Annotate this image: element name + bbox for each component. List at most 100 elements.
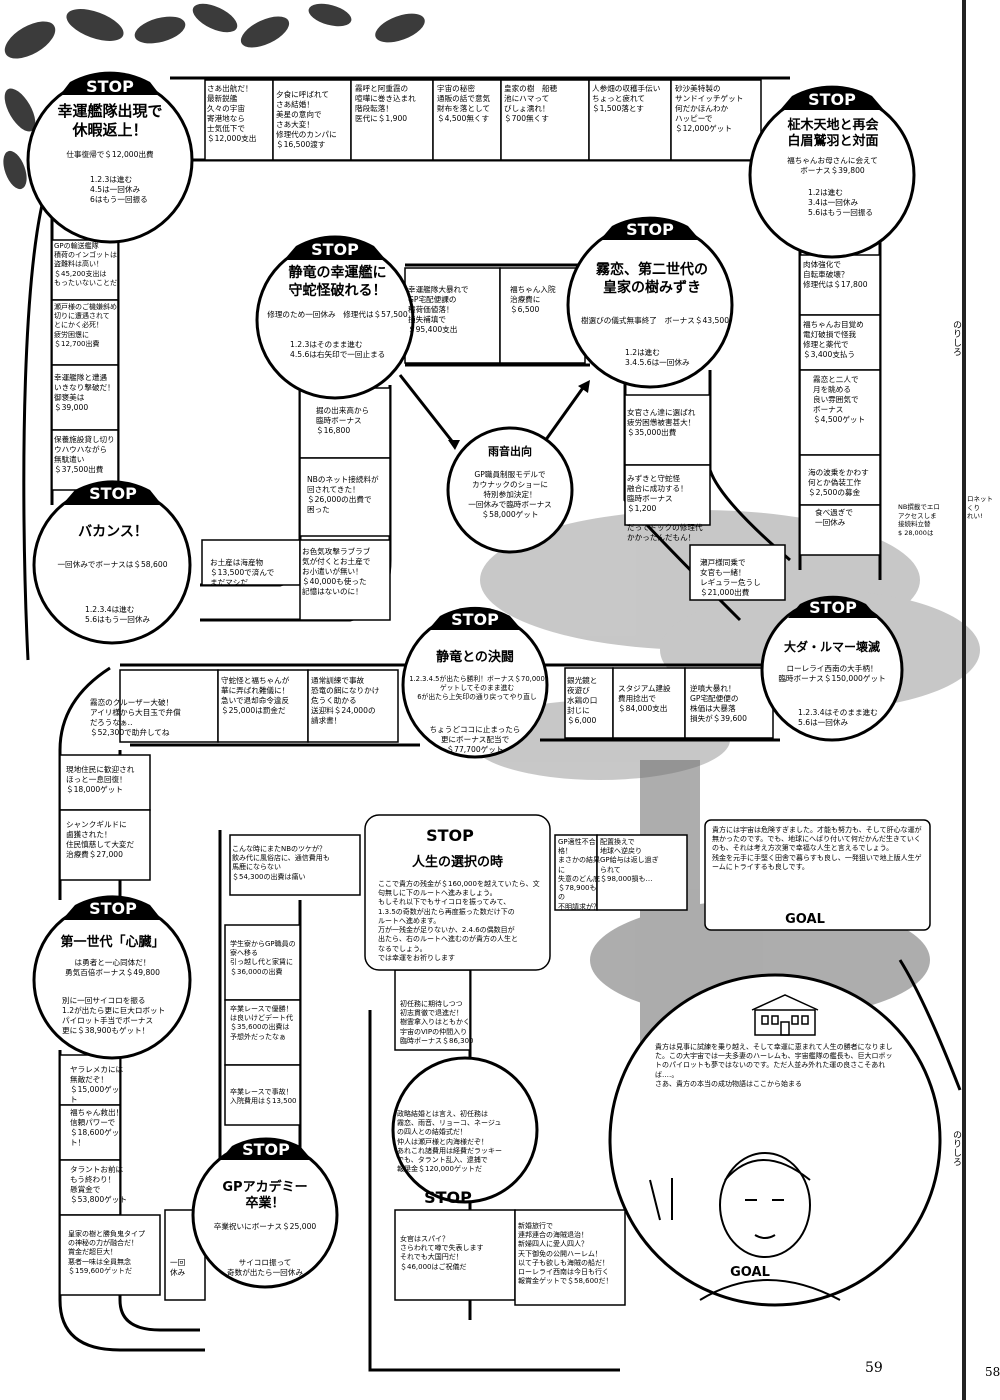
cell: 卒業レースで優勝！ は良いけどデート代 ＄35,600の出費は 予想外だったなぁ: [230, 1005, 293, 1041]
cell: 砂沙美特製の サンドイッチゲット 何だかほんわか ハッピーで ＄12,000ゲッ…: [675, 84, 744, 134]
stop-title: 静竜の幸運艦に 守蛇怪破れる！: [288, 265, 387, 299]
cell: ヤラレメカには 無敵だぞ！ ＄15,000ゲット: [70, 1065, 124, 1105]
stop-rule: ちょうどココに止まったら 更にボーナス配当で ＄77,700ゲット: [429, 725, 521, 755]
stop-label: STOP: [626, 220, 674, 239]
stop-label: STOP: [809, 598, 857, 617]
cell: 宇宙の秘密 通販の話で意気 財布を落として ＄4,500無くす: [437, 84, 491, 124]
goal-label: GOAL: [785, 912, 825, 927]
cell: 掘の出来高から 臨時ボーナス ＄16,800: [316, 406, 370, 436]
rain-body: GP職員制服モデルで カウナックのショーに 特別参加決定！ 一回休みで臨時ボーナ…: [468, 470, 552, 520]
rain-title: 雨音出向: [488, 445, 532, 458]
stop-title: 柾木天地と再会 白眉鷲羽と対面: [787, 118, 879, 150]
cell: お色気攻撃ラブラブ 気が付くとお土産で お小遣いが無い！ ＄40,000も使った…: [302, 547, 371, 597]
cell: 一回 休み: [170, 1258, 186, 1278]
cell: 霧恋と二人で 月を眺める 良い雰囲気で ボーナス ＄4,500ゲット: [813, 375, 866, 425]
cell: 配置換えで 地球へ逆戻り GP給与は返し過ぎ られて ＄98,000損も…: [600, 838, 659, 883]
cell: 皇家の樹 船穂 池にハマって びしょ濡れ！ ＄700無くす: [504, 84, 558, 124]
stop-sub: は勇者と一心同体だ！ 勇気百倍ボーナス＄49,800: [65, 958, 160, 978]
stop-title: 第一世代「心臓」: [60, 935, 165, 950]
stop-label: STOP: [426, 826, 474, 845]
stop-label: STOP: [311, 240, 359, 259]
cell: 夕食に呼ばれて さあ結婚！ 美星の意向で さあ大変！ 修理代のカンパに ＄16,…: [276, 90, 337, 150]
stop-rule: 1.2は進む 3.4は一回休み 5.6はもう一回振る: [808, 188, 874, 218]
cell: 霧恋のクルーザー大破！ アイリ様から大目玉で弁償 だろうなぁ‥ ＄52,300で…: [90, 698, 181, 738]
cell: 政略結婚とは言え、初任務は 霧恋、雨音、リョーコ、ネージュ の四人との結婚式だ！…: [397, 1110, 502, 1174]
cell: 女官さん達に選ばれ 疲労困憊被害甚大！ ＄35,000出費: [627, 408, 696, 438]
stop-label: STOP: [86, 77, 134, 96]
stop-sub: 樹選びの儀式無事終了 ボーナス＄43,500: [580, 316, 730, 325]
stop-title: 霧恋、第二世代の 皇家の樹みずき: [596, 262, 708, 296]
stop-rule: 1.2は進む 3.4.5.6は一回休み: [625, 348, 690, 368]
cell: GPの輸送艦隊 積荷のインゴットは 盗難料は高い！ ＄45,200支出は もった…: [54, 242, 117, 287]
cell: 福ちゃん入院 治療費に ＄6,500: [510, 285, 556, 315]
stop-label: STOP: [808, 90, 856, 109]
cell: 銀光鏡と 夜遊び 水鶏の口 封じに ＄6,000: [567, 676, 598, 726]
stop-label: STOP: [242, 1140, 290, 1159]
stop-label: STOP: [89, 484, 137, 503]
goal-body: 貴方には宇宙は危険すぎました。才能も努力も、そして肝心な運が無かったのです。でも…: [712, 826, 922, 871]
cell: 霧呼と阿重霞の 喧嘩に巻き込まれ 階段転落！ 医代に＄1,900: [355, 84, 416, 124]
stop-rule: 1.2.3.4は進む 5.6はもう一回休み: [85, 605, 151, 625]
stop-title: 大ダ・ルマー壊滅: [783, 640, 880, 654]
cell: こんな時にまたNBのツケが？ 飲み代に風俗店に、通信費用も 馬鹿にならない ＄5…: [232, 845, 330, 881]
cell: NBのネット接続料が 回されてきた！ ＄26,000の出費で 困った: [307, 475, 379, 515]
stop-sub: ローレライ西南の大手柄！ 臨時ボーナス＄150,000ゲット: [778, 664, 886, 684]
cell: タラントお前は もう終わり！ 懸賞金で ＄53,800ゲット: [70, 1165, 127, 1205]
stop-title: GPアカデミー 卒業！: [222, 1180, 308, 1212]
cell: 福ちゃん救出！ 信頼パワーで ＄18,600ゲット！: [70, 1108, 124, 1148]
cell: 新婚旅行で 連邦連合の海賊退治！ 新婦四人に愛人四人？ 天下御免の公開ハーレム！…: [518, 1222, 613, 1286]
cell: 卒業レースで事故！ 入院費用は＄13,500: [230, 1088, 297, 1106]
cell: 幸運艦隊大暴れで GP宅配便課の 積荷価値落！ 損失補填で ＄95,400支出: [408, 285, 469, 335]
cell: シャンクギルドに 鹵獲された！ 住民慎慈して大変だ 治療費＄27,000: [66, 820, 135, 860]
stop-label: STOP: [451, 610, 499, 629]
cell: 守蛇怪と福ちゃんが 華に弄ばれ難儀に！ 急いで退却命令違反 ＄25,000は罰金…: [221, 676, 290, 716]
cell: 人参畑の収穫手伝い ちょっと疲れて ＄1,500落とす: [592, 84, 661, 114]
stop-rule: サイコロ振って 奇数が出たら一回休み: [227, 1258, 303, 1278]
stop-sub: 福ちゃんお母さんに会えて ボーナス＄39,800: [787, 156, 878, 176]
margin-label: のりしろ: [951, 1130, 961, 1166]
stop-body: ここで貴方の残金が＄160,000を越えていたら、文句無しに下のルートへ進みまし…: [378, 880, 540, 962]
cell: 現地住民に歓迎され ほっと一息回復！ ＄18,000ゲット: [66, 765, 135, 795]
stop-rule: 1.2.3はそのまま進む 4.5.6は右矢印で一回止まる: [290, 340, 386, 360]
stop-sub: 卒業祝いにボーナス＄25,000: [213, 1222, 317, 1231]
cell: 皇家の樹と勝負鬼タイプ の神秘の力が融合だ！ 賞金だ超巨大！ 悪者一味は全員無念…: [68, 1230, 145, 1275]
goal-label: GOAL: [730, 1265, 770, 1280]
cell: 海の波乗をかわす 何とか偽装工作 ＄2,500の募金: [808, 468, 869, 498]
goal-body: 貴方は見事に試練を乗り越え、そして幸運に恵まれて人生の勝者になりました。この大宇…: [655, 1043, 893, 1088]
right-edge-number: 58: [985, 1365, 1000, 1379]
cell: 逆噴大暴れ！ GP宅配便便の 株価は大暴落 損失が＄39,600: [690, 684, 747, 724]
stop-rule: 1.2.3は進む 4.5は一回休み 6はもう一回振る: [90, 175, 148, 205]
cell: 食べ過ぎで 一回休み: [815, 508, 853, 528]
stop-label: STOP: [424, 1188, 472, 1207]
cell: 幸運艦隊と遭遇 いきなり撃破だ！ 御褒美は ＄39,000: [54, 373, 115, 413]
stop-label: STOP: [89, 899, 137, 918]
right-edge-fragment: ロネット くり れい!: [967, 495, 993, 521]
cell: 通常訓練で事故 恐竜の餌になりかけ 危うく助かる 送迎料＄24,000の 請求書…: [311, 676, 380, 726]
cell: 瀬戸様同乗で 女官も一緒！ レギュラー危うし ＄21,000出費: [700, 558, 761, 598]
cell: 肉体強化で 自転車破壊？ 修理代は＄17,800: [803, 260, 868, 290]
cell: お土産は海産物 ＄13,500で済んで まだマシだ: [210, 558, 275, 588]
stop-rule: 1.2.3.4はそのまま進む 5.6は一回休み: [798, 708, 878, 728]
stop-title: 人生の選択の時: [411, 855, 503, 870]
cell: GP適性不合格！ まさかの結果に 失意のどん底 ＄78,900もの 不明請求が？: [558, 838, 600, 911]
stop-sub: 一回休みでボーナスは＄58,600: [57, 560, 168, 569]
stop-sub: 仕事復帰で＄12,000出費: [66, 150, 154, 159]
cell: 初任務に期待しつつ 初志貫徹で退進だ！ 樹霊拿入りはともかく 宇宙のVIPの仲間…: [400, 1000, 474, 1045]
right-edge-fragment: NB撰載でエロ アクセスしま 接続料立替 $ 28,000は: [898, 503, 940, 537]
cell: 福ちゃんお目覚め 電灯破損で怪我 修理と薬代で ＄3,400支払う: [803, 320, 864, 360]
page-number: 59: [865, 1360, 883, 1376]
cell: 保養施設貸し切り ウハウハながら 無駄遣い ＄37,500出費: [54, 435, 115, 475]
page-gutter: [962, 0, 966, 1400]
stop-sub: 1.2.3.4.5が出たら勝利！ボーナス＄70,000 ゲットしてそのまま進む …: [409, 675, 545, 701]
cell: スタジアム建設 費用捻出で ＄84,000支出: [618, 684, 671, 714]
cell: みずきと守蛇怪 融合に成功する！ 臨時ボーナス ＄1,200: [627, 474, 688, 514]
cell: 学生寮からGP職員の 寮へ移る 引っ越し代と家賃に ＄36,000の出費: [230, 940, 296, 976]
stop-title: バカンス！: [78, 524, 148, 540]
cell: さあ出航だ！ 最新鋭艦 久々の宇宙 寄港地なら 士気低下で ＄12,000支出: [207, 84, 257, 144]
stop-rule: 別に一回サイコロを振る 1.2が出たら更に巨大ロボット パイロット手当でボーナス…: [62, 996, 166, 1036]
cell: だってドックの修理代 かかったんだもん！: [627, 523, 703, 543]
stop-title: 静竜との決闘: [436, 650, 514, 665]
stop-sub: 修理のため一回休み 修理代は＄57,500: [267, 310, 408, 319]
stop-title: 幸運艦隊出現で 休暇返上！: [57, 102, 163, 139]
